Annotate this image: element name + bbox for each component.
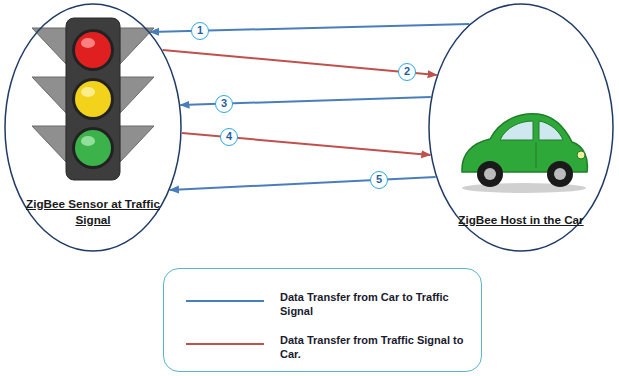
legend-line xyxy=(186,338,266,350)
callout-number: 2 xyxy=(398,63,416,81)
callout-number: 3 xyxy=(215,95,233,113)
legend-entry: Data Transfer from Car to Traffic Signal xyxy=(164,290,481,318)
data-arrow xyxy=(163,50,437,75)
node-title: ZigBee Host in the Car xyxy=(458,212,583,228)
legend-text: Data Transfer from Traffic Signal to Car… xyxy=(280,333,470,361)
callout-number: 1 xyxy=(191,22,209,40)
data-arrow xyxy=(170,177,436,190)
callout-number: 5 xyxy=(370,171,388,189)
legend-box: Data Transfer from Car to Traffic Signal… xyxy=(163,268,482,372)
host-ellipse: ZigBee Host in the Car xyxy=(428,3,614,252)
traffic-light-illustration xyxy=(32,18,154,180)
legend-line xyxy=(186,295,266,307)
legend-text: Data Transfer from Car to Traffic Signal xyxy=(280,290,470,318)
callout-number: 4 xyxy=(220,128,238,146)
legend-entry: Data Transfer from Traffic Signal to Car… xyxy=(164,333,481,361)
car-illustration xyxy=(462,114,587,193)
sensor-ellipse: ZigBee Sensor at Traffic Signal xyxy=(4,3,182,252)
node-title: ZigBee Sensor at Traffic Signal xyxy=(18,196,168,228)
